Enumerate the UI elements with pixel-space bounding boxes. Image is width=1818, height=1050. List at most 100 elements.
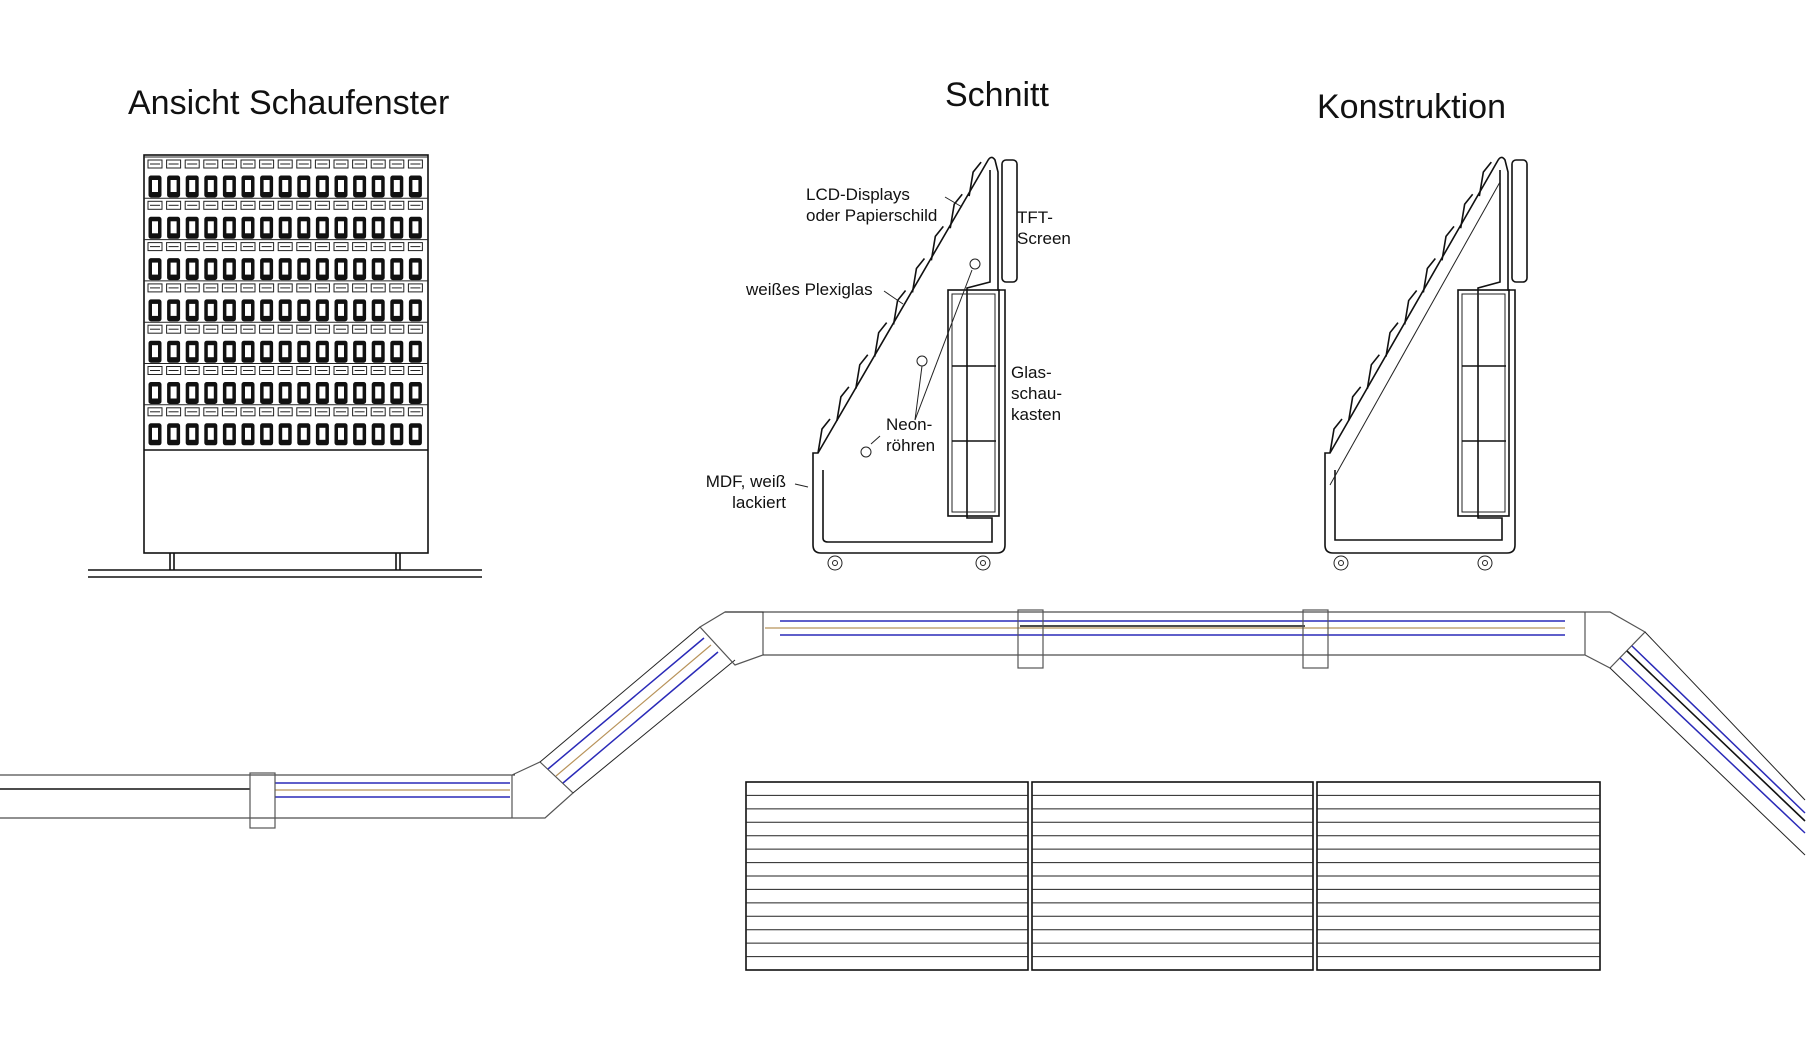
construction-step (1347, 386, 1362, 422)
price-label (333, 407, 349, 417)
label-lcd-line1: LCD-Displays (806, 185, 910, 204)
corner-connector (511, 761, 574, 819)
price-label (259, 324, 275, 334)
price-label (184, 200, 200, 210)
construction-step (1459, 193, 1474, 229)
price-label (314, 159, 330, 169)
price-label (277, 407, 293, 417)
price-label (203, 159, 219, 169)
price-label (259, 159, 275, 169)
price-label (314, 242, 330, 252)
price-label (407, 200, 423, 210)
price-label (370, 283, 386, 293)
product-grid (144, 156, 428, 446)
price-label (352, 324, 368, 334)
price-label (296, 324, 312, 334)
label-tft-line2: Screen (1017, 229, 1071, 248)
price-label (240, 407, 256, 417)
construction-view-cabinet (1324, 156, 1528, 571)
title-section: Schnitt (945, 76, 1049, 114)
floor-plan-rails (0, 609, 1806, 856)
neon-tube (860, 446, 872, 458)
construction-step (1329, 418, 1343, 454)
price-label (259, 200, 275, 210)
neon-tube (969, 258, 981, 270)
price-label (240, 200, 256, 210)
label-glass-line3: kasten (1011, 405, 1062, 424)
price-label (314, 200, 330, 210)
front-view-cabinet (88, 154, 482, 578)
price-label (184, 366, 200, 375)
price-label (203, 242, 219, 252)
price-label (259, 407, 275, 417)
label-glass-line1: Glas- (1011, 363, 1052, 382)
price-label (240, 366, 256, 375)
label-plexiglas: weißes Plexiglas (746, 280, 873, 299)
construction-step (1366, 354, 1380, 389)
price-label (240, 324, 256, 334)
corner-connector (699, 611, 764, 666)
price-label (221, 324, 237, 334)
connector (249, 772, 276, 829)
label-mdf-line2: lackiert (732, 493, 786, 512)
price-label (352, 366, 368, 375)
price-label (203, 324, 219, 334)
label-glass-line2: schau- (1011, 384, 1063, 403)
price-label (184, 324, 200, 334)
connector (1302, 609, 1329, 669)
price-label (407, 407, 423, 417)
wheel (1477, 555, 1493, 571)
plan-grid-panels (745, 781, 1601, 971)
display-step (854, 354, 869, 389)
price-label (166, 200, 182, 210)
display-step (968, 161, 982, 197)
construction-step (1441, 225, 1455, 261)
construction-steps (1329, 161, 1492, 454)
price-label (352, 407, 368, 417)
construction-step (1385, 322, 1399, 357)
price-label (314, 324, 330, 334)
price-label (277, 283, 293, 293)
price-label (166, 407, 182, 417)
title-view: Ansicht Schaufenster (128, 84, 450, 122)
price-label (184, 242, 200, 252)
price-label (407, 324, 423, 334)
label-neon-line2: röhren (886, 436, 936, 455)
label-lcd-line2: oder Papierschild (806, 206, 938, 225)
price-label (389, 324, 405, 334)
wheel (975, 555, 991, 571)
price-label (389, 200, 405, 210)
price-label (407, 242, 423, 252)
price-label (203, 366, 219, 375)
section-view-cabinet (794, 156, 1018, 571)
display-step (911, 257, 926, 293)
price-label (370, 159, 386, 169)
construction-step (1403, 290, 1418, 325)
price-label (240, 159, 256, 169)
price-label (184, 283, 200, 293)
price-label (147, 200, 163, 210)
price-label (407, 159, 423, 169)
label-mdf-line1: MDF, weiß (705, 472, 786, 491)
price-label (352, 200, 368, 210)
price-label (259, 283, 275, 293)
construction-step (1478, 161, 1492, 197)
price-label (370, 366, 386, 375)
price-label (407, 283, 423, 293)
price-label (314, 407, 330, 417)
price-label (333, 159, 349, 169)
price-label (147, 242, 163, 252)
price-label (240, 283, 256, 293)
price-label (147, 366, 163, 375)
price-label (221, 200, 237, 210)
price-label (296, 242, 312, 252)
price-label (240, 242, 256, 252)
wheel (827, 555, 843, 571)
price-label (333, 366, 349, 375)
price-label (166, 242, 182, 252)
price-label (203, 283, 219, 293)
price-label (259, 366, 275, 375)
price-label (166, 324, 182, 334)
price-label (370, 324, 386, 334)
